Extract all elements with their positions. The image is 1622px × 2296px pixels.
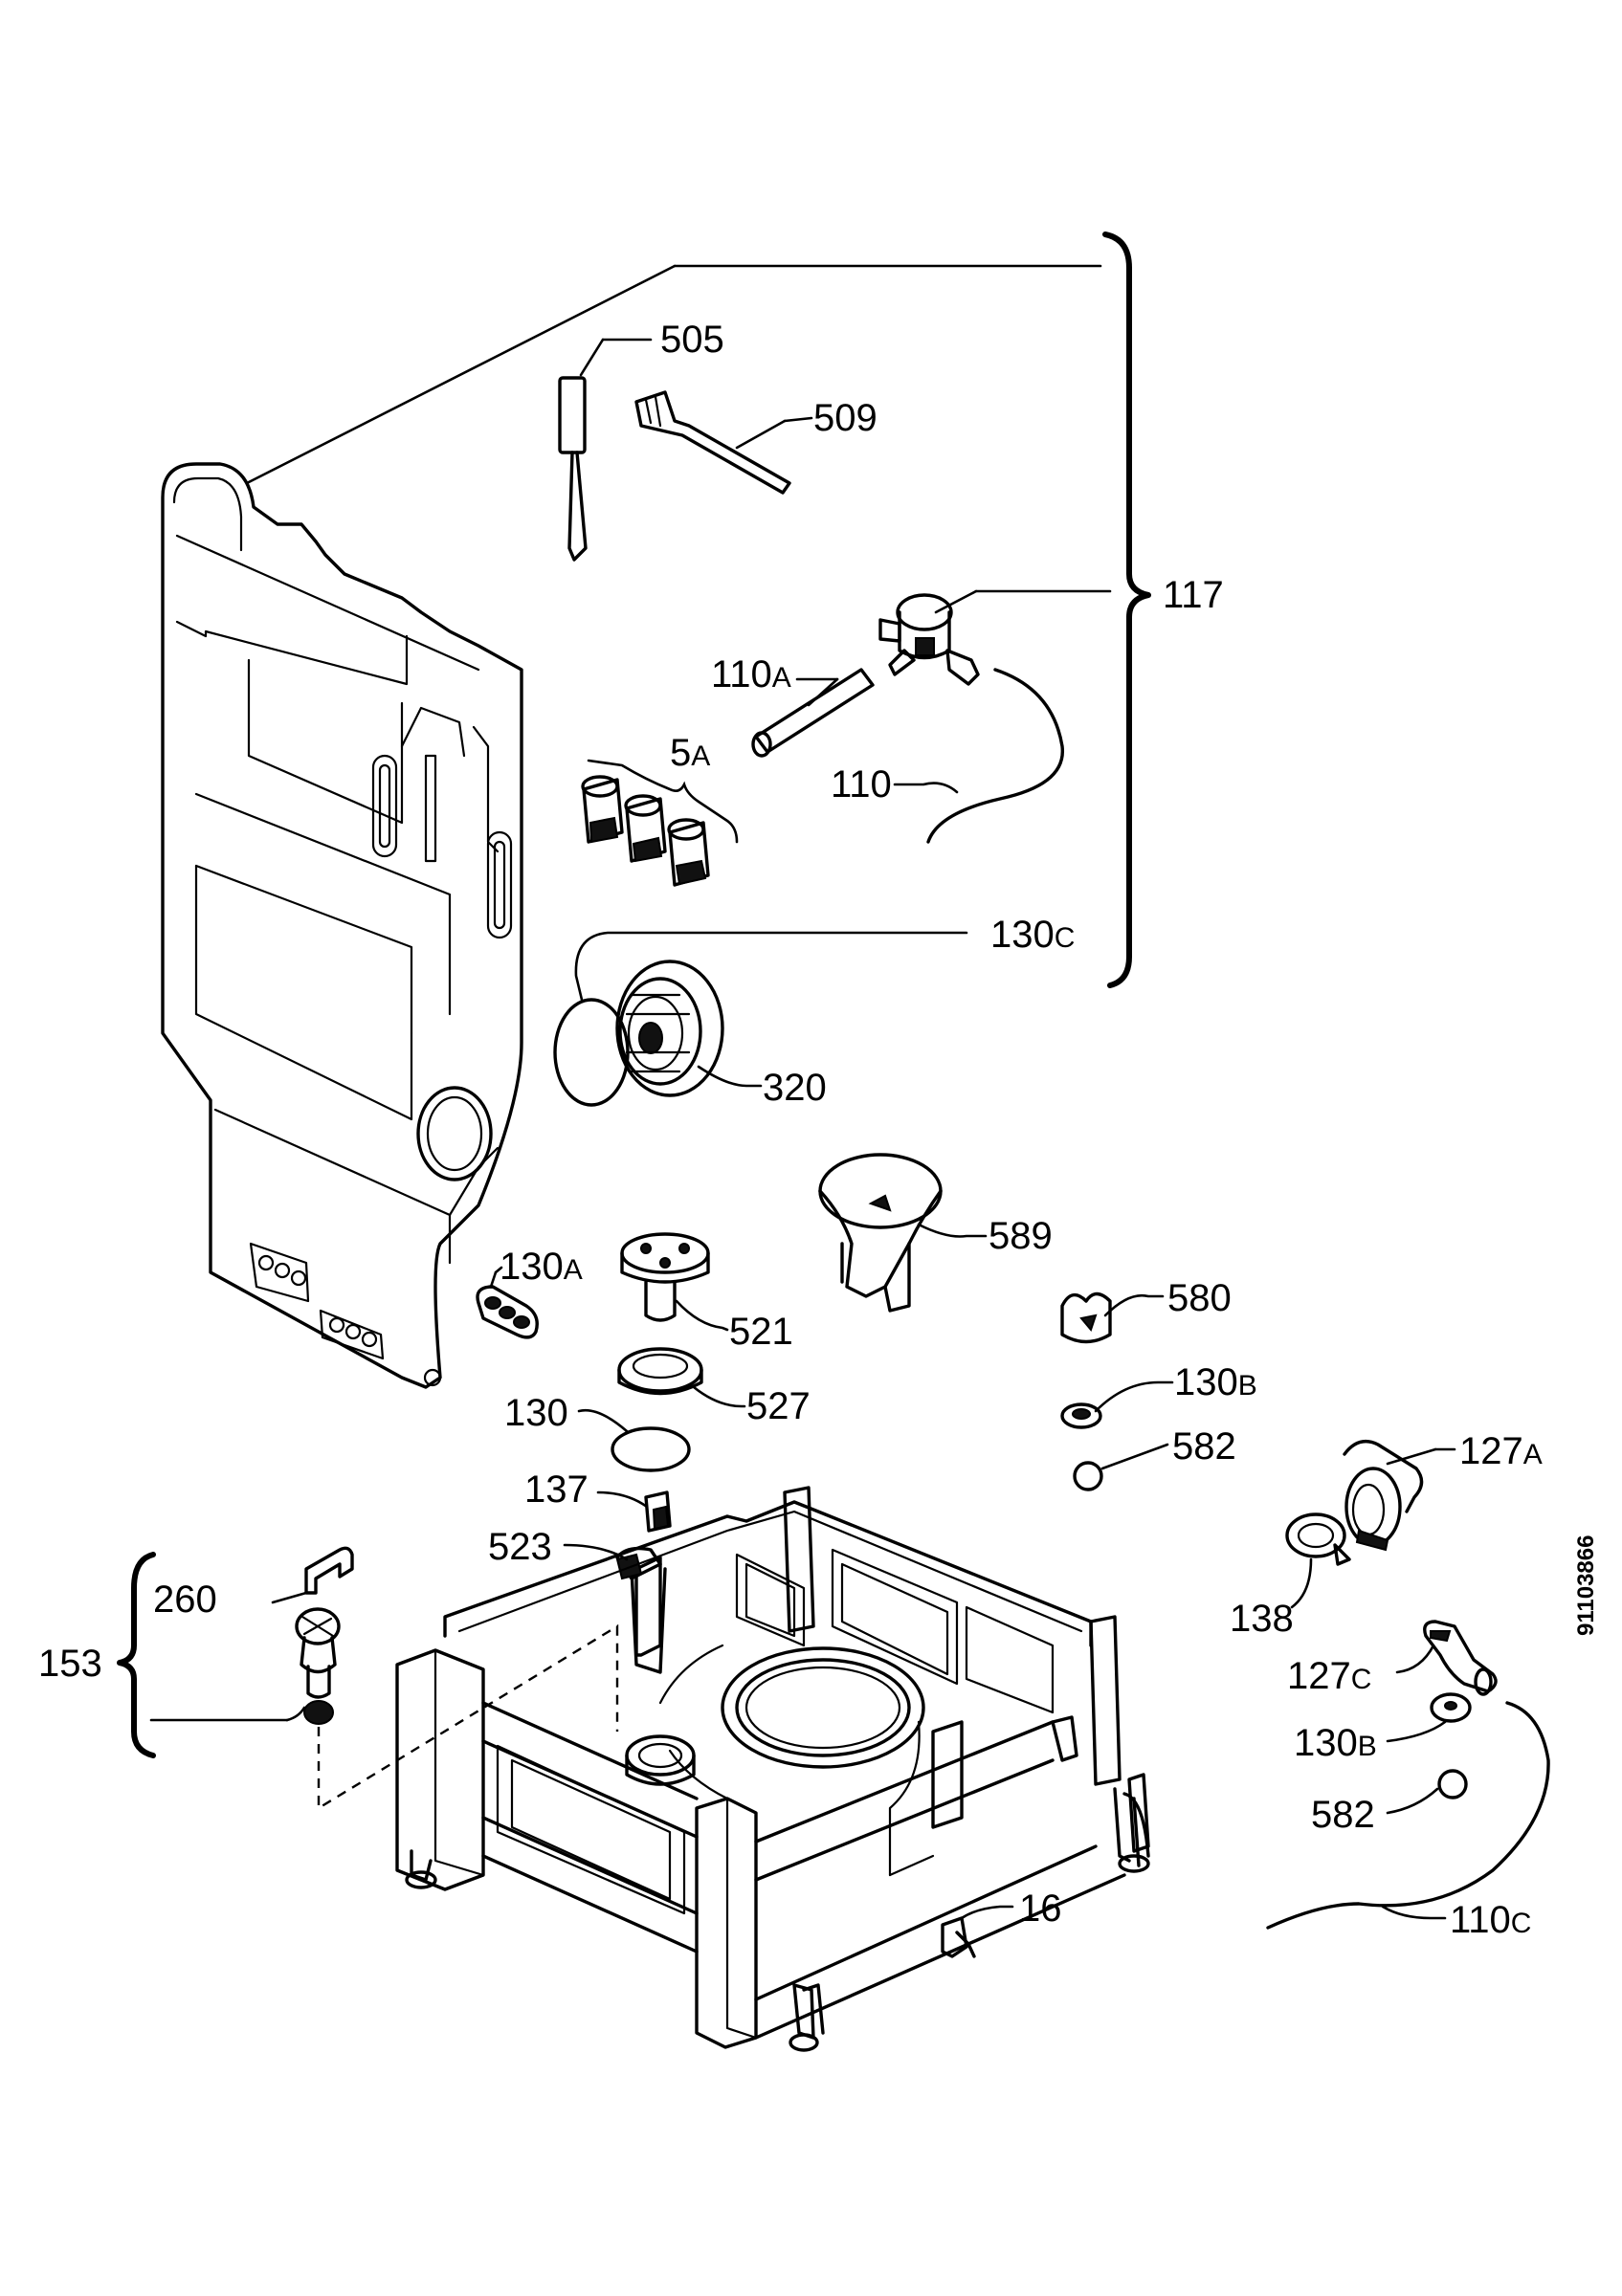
part-138-clamp xyxy=(1285,1512,1351,1609)
part-582-ball-2 xyxy=(1386,1769,1468,1815)
label-505: 505 xyxy=(660,319,724,361)
side-panel xyxy=(161,264,1102,1389)
label-523: 523 xyxy=(488,1526,552,1568)
label-127A: 127A xyxy=(1459,1430,1543,1472)
document-id: 91103866 xyxy=(1573,1535,1599,1636)
label-521: 521 xyxy=(729,1311,793,1353)
part-527-nut xyxy=(617,1347,746,1408)
assembly-brace-153 xyxy=(117,1552,156,1758)
part-320-impeller xyxy=(615,960,763,1097)
part-130B-seal-2 xyxy=(1386,1692,1472,1743)
label-582-bottom: 582 xyxy=(1311,1794,1375,1836)
part-589-funnel xyxy=(818,1153,988,1313)
label-130B-top: 130B xyxy=(1174,1361,1257,1403)
part-110-hose xyxy=(893,668,1064,844)
part-580 xyxy=(1060,1292,1165,1344)
label-130: 130 xyxy=(504,1392,568,1434)
label-110C: 110C xyxy=(1450,1899,1531,1941)
part-260-clip xyxy=(271,1546,354,1604)
part-127A-coupling xyxy=(1343,1440,1456,1552)
label-320: 320 xyxy=(763,1067,827,1109)
label-509: 509 xyxy=(813,397,878,439)
label-582-top: 582 xyxy=(1172,1425,1236,1468)
label-130B-bottom: 130B xyxy=(1294,1722,1377,1764)
label-110A: 110A xyxy=(711,653,791,695)
part-110A xyxy=(751,668,875,758)
label-580: 580 xyxy=(1167,1277,1232,1319)
label-137: 137 xyxy=(524,1468,589,1511)
part-16-clip xyxy=(941,1905,1014,1958)
assembly-brace-117 xyxy=(1102,232,1151,988)
part-137 xyxy=(596,1490,672,1533)
label-130C: 130C xyxy=(990,914,1075,956)
label-153: 153 xyxy=(38,1643,102,1685)
base-frame xyxy=(395,1486,1150,2052)
part-5A xyxy=(581,759,739,887)
label-138: 138 xyxy=(1230,1598,1294,1640)
part-130-ring xyxy=(577,1408,691,1472)
label-527: 527 xyxy=(746,1385,811,1427)
part-582-ball xyxy=(1073,1443,1169,1491)
part-505 xyxy=(558,338,653,562)
part-130A-plate xyxy=(476,1266,539,1339)
label-260: 260 xyxy=(153,1578,217,1621)
label-130A: 130A xyxy=(500,1246,583,1288)
part-127C-elbow xyxy=(1395,1620,1498,1696)
part-521-valve xyxy=(620,1232,729,1332)
part-110C-hose xyxy=(1266,1701,1550,1930)
label-127C: 127C xyxy=(1287,1655,1371,1697)
part-509 xyxy=(634,390,813,495)
part-130B-seal xyxy=(1060,1380,1174,1429)
label-589: 589 xyxy=(989,1215,1053,1257)
part-523 xyxy=(563,1543,667,1674)
part-153-device xyxy=(149,1607,619,1811)
label-117: 117 xyxy=(1163,574,1224,616)
valve-assembly xyxy=(878,589,1112,686)
label-5A: 5A xyxy=(670,732,710,774)
label-110: 110 xyxy=(831,763,892,806)
label-16: 16 xyxy=(1019,1888,1062,1930)
